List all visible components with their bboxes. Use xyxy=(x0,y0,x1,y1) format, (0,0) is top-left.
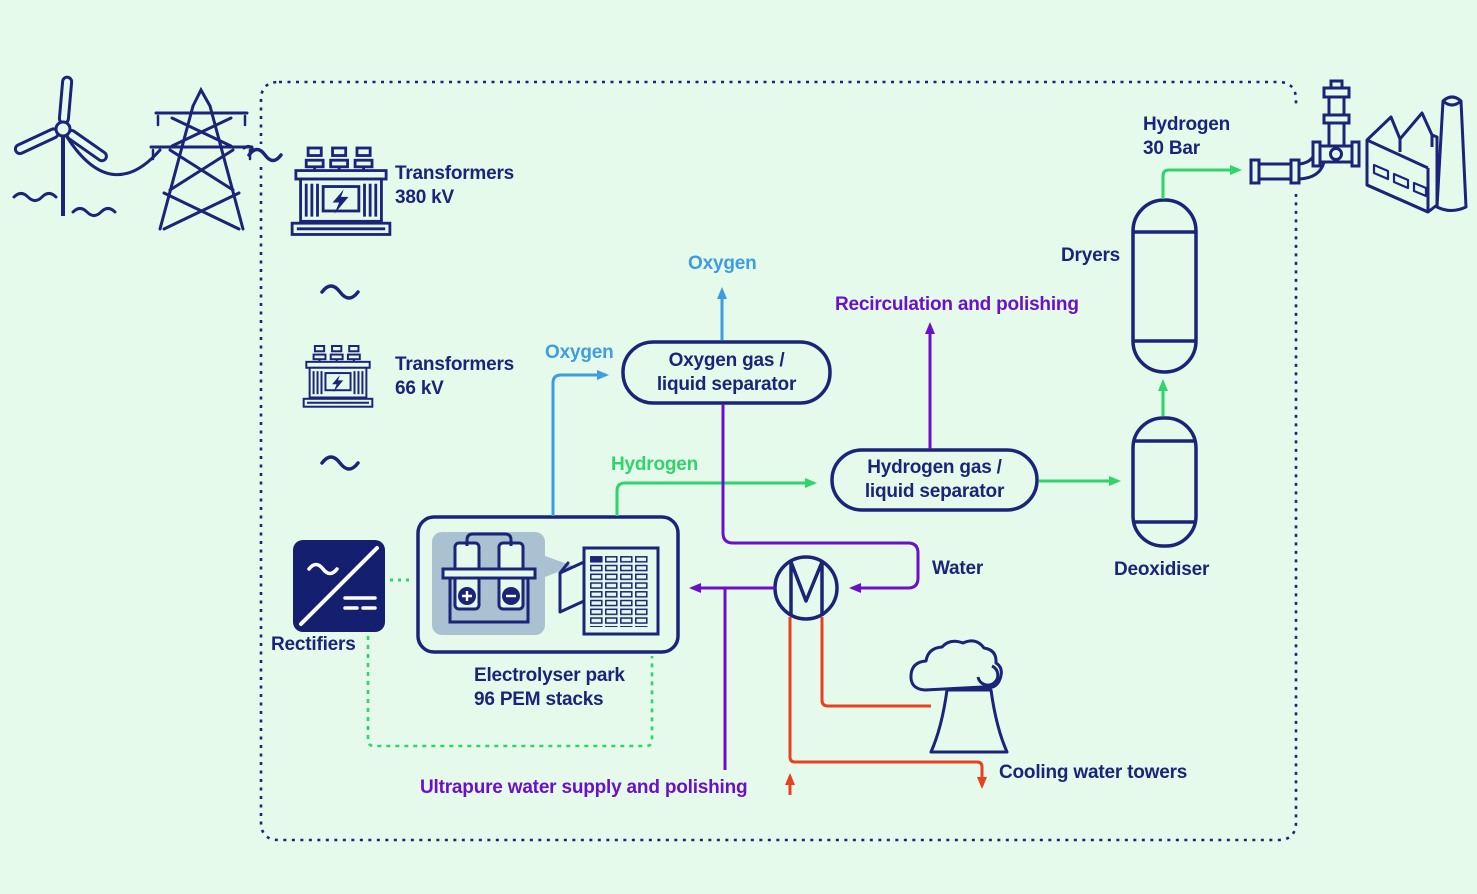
transformer-66-icon xyxy=(302,345,374,408)
ac-tilde-icon xyxy=(247,147,360,471)
cell-panel-pointer xyxy=(545,556,573,577)
label-oxygen-separator: Oxygen gas / liquid separator xyxy=(656,349,797,395)
label-cooling-water-towers: Cooling water towers xyxy=(999,762,1188,783)
label-hydrogen-30bar: Hydrogen 30 Bar xyxy=(1143,114,1231,159)
label-ultrapure-water: Ultrapure water supply and polishing xyxy=(420,777,748,798)
dryers-vessel-icon xyxy=(1131,198,1198,374)
label-oxygen-left: Oxygen xyxy=(545,342,614,363)
label-electrolyser-park: Electrolyser park 96 PEM stacks xyxy=(474,665,625,710)
heat-exchanger-icon xyxy=(773,555,839,621)
label-water: Water xyxy=(932,558,984,579)
oxygen-flow-lines xyxy=(551,287,727,516)
deoxidiser-vessel-icon xyxy=(1131,416,1198,548)
label-rectifiers: Rectifiers xyxy=(271,634,356,655)
label-deoxidiser: Deoxidiser xyxy=(1114,559,1210,580)
water-flow-lines xyxy=(689,322,935,770)
cooling-flow-lines xyxy=(785,617,987,795)
hydrogen-separator-box xyxy=(830,448,1039,512)
label-transformers-66: Transformers 66 kV xyxy=(395,354,515,399)
hydrogen-flow-lines xyxy=(615,165,1242,516)
pem-stack-icon xyxy=(558,546,660,636)
power-cable xyxy=(65,135,255,177)
label-recirculation: Recirculation and polishing xyxy=(835,294,1079,315)
label-oxygen-top: Oxygen xyxy=(688,253,757,274)
transmission-tower-icon xyxy=(149,86,254,231)
wind-turbine-icon xyxy=(12,75,117,217)
label-transformers-380: Transformers 380 kV xyxy=(395,163,515,208)
electrolyser-park xyxy=(416,515,680,654)
label-hydrogen: Hydrogen xyxy=(611,454,699,475)
cooling-tower-icon xyxy=(909,639,1009,754)
electrolysis-cell-icon xyxy=(441,532,537,624)
factory-icon xyxy=(1365,95,1468,214)
pipeline-icon xyxy=(1249,79,1361,185)
oxygen-separator-box xyxy=(621,340,832,405)
label-hydrogen-separator: Hydrogen gas / liquid separator xyxy=(864,457,1005,502)
label-dryers: Dryers xyxy=(1061,245,1121,266)
rectifier-icon xyxy=(293,540,385,632)
transformer-380-icon xyxy=(290,146,392,236)
